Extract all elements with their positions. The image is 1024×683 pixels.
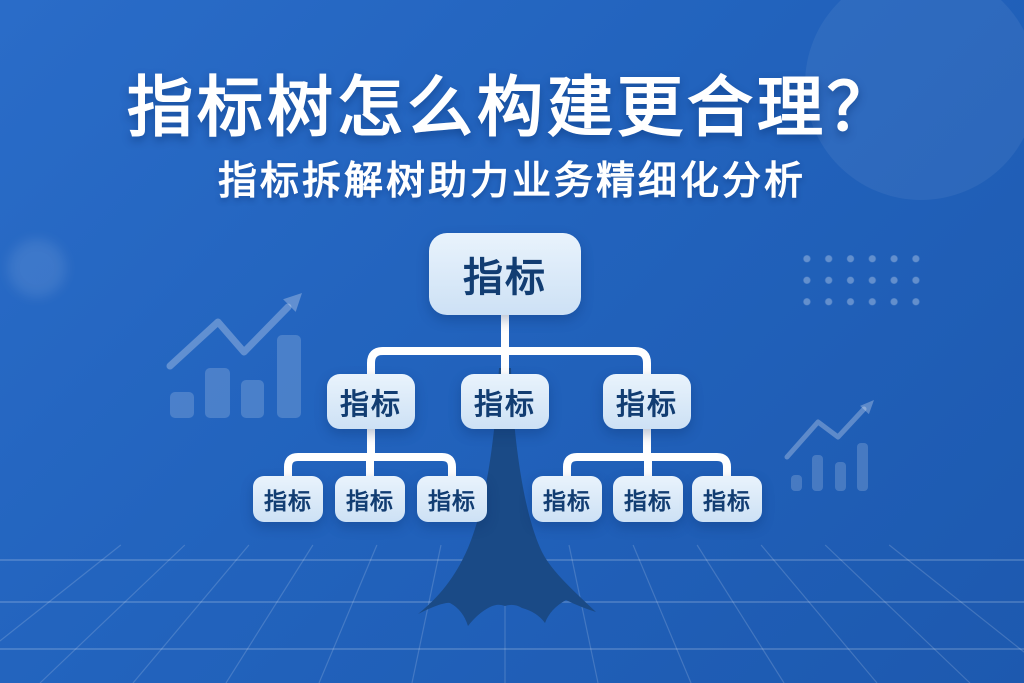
tree-node-level3: 指标 xyxy=(613,476,683,522)
tree-node-label: 指标 xyxy=(346,488,394,514)
tree-node-level2: 指标 xyxy=(327,374,415,429)
growth-bar-chart-icon xyxy=(166,293,302,418)
tree-node-label: 指标 xyxy=(428,488,476,514)
tree-node-label: 指标 xyxy=(624,488,672,514)
tree-node-label: 指标 xyxy=(339,388,402,421)
tree-node-root: 指标 xyxy=(429,233,581,315)
dot-grid-decoration xyxy=(794,246,928,312)
tree-node-label: 指标 xyxy=(703,488,751,514)
background-circle-highlight xyxy=(805,0,1024,200)
arrow-up-icon xyxy=(860,400,874,415)
page-title: 指标树怎么构建更合理？ xyxy=(127,70,897,144)
arrow-up-icon xyxy=(283,293,302,312)
tree-node-level3: 指标 xyxy=(253,476,323,522)
tree-node-label: 指标 xyxy=(463,256,547,300)
tree-node-level3: 指标 xyxy=(335,476,405,522)
tree-node-label: 指标 xyxy=(615,388,678,421)
tree-node-level3: 指标 xyxy=(417,476,487,522)
background-blob-highlight xyxy=(8,239,66,297)
tree-node-level3: 指标 xyxy=(532,476,602,522)
page-subtitle: 指标拆解树助力业务精细化分析 xyxy=(217,160,806,203)
tree-node-label: 指标 xyxy=(473,388,536,421)
tree-node-level3: 指标 xyxy=(692,476,762,522)
tree-node-level2: 指标 xyxy=(603,374,691,429)
growth-bar-chart-icon-small xyxy=(784,400,874,491)
tree-node-label: 指标 xyxy=(543,488,591,514)
tree-node-label: 指标 xyxy=(264,488,312,514)
tree-node-level2: 指标 xyxy=(461,374,549,429)
